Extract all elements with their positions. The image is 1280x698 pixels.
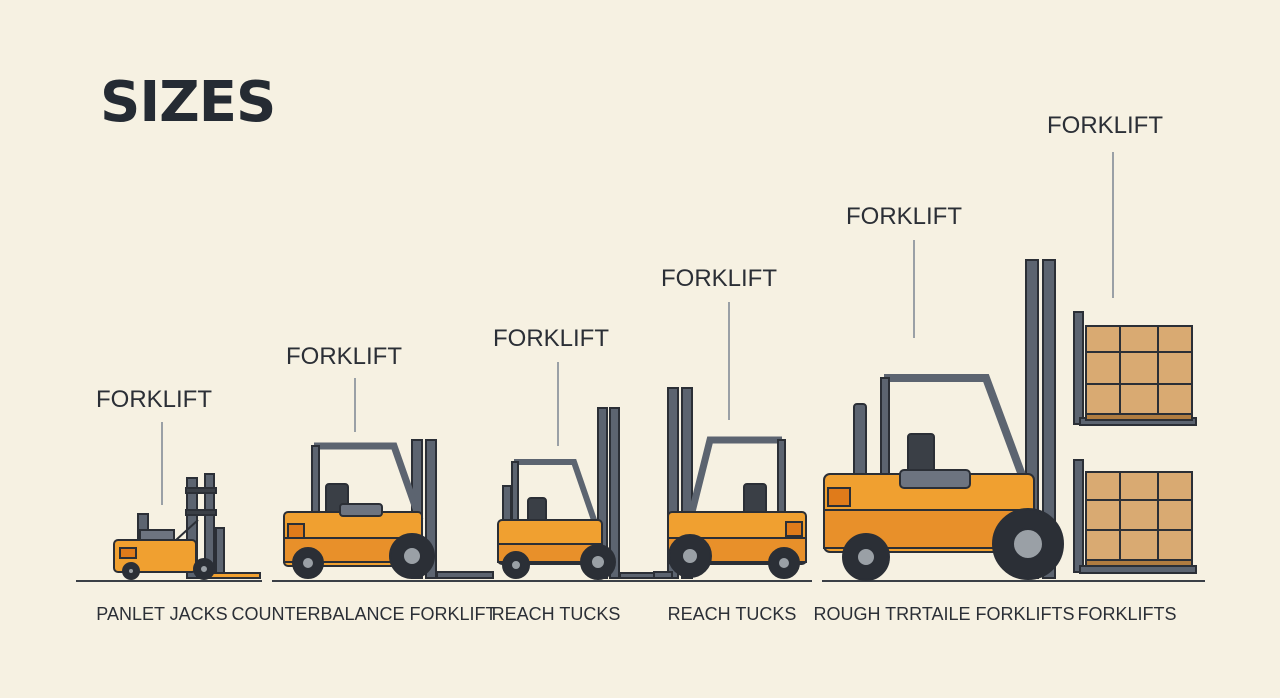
reach-truck-left-illustration [497,407,661,580]
callout-label: FORKLIFT [95,386,213,413]
callout-label: FORKLIFT [845,203,963,230]
callout-label: FORKLIFT [660,265,778,292]
callout-label: FORKLIFT [492,325,610,352]
callout-label: FORKLIFT [285,343,403,370]
caption-rough-terrain-forklifts: ROUGH TRRTAILE FORKLIFTS [813,604,1075,624]
caption-counterbalance-forklift: COUNTERBALANCE FORKLIFT [231,604,497,624]
rough-terrain-forklift-illustration [823,259,1197,581]
leader-lines [161,152,1114,505]
counterbalance-forklift-illustration [283,439,494,579]
caption-forklifts: FORKLIFTS [1077,604,1177,624]
page-title: SIZES [100,70,276,135]
caption-pallet-jacks: PANLET JACKS [96,604,228,624]
pallet-jack-illustration [113,473,261,580]
callout-label: FORKLIFT [1046,112,1164,139]
caption-reach-trucks-1: REACH TUCKS [491,604,621,624]
reach-truck-right-illustration [653,387,807,579]
caption-reach-trucks-2: REACH TUCKS [667,604,797,624]
